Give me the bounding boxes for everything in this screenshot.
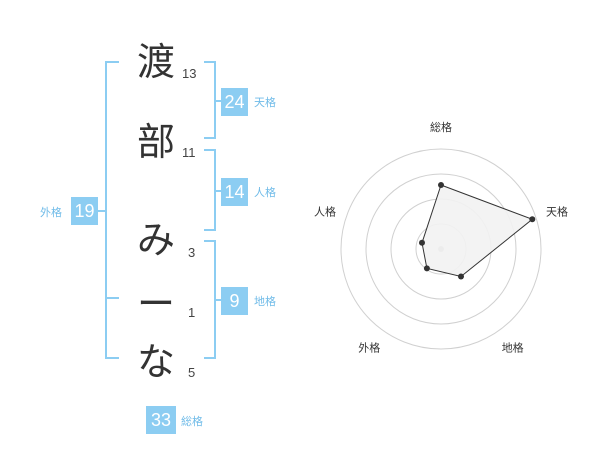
gaikaku-badge: 19: [71, 197, 98, 225]
radar-polygon: [421, 184, 534, 278]
tenkaku-badge: 24: [221, 88, 248, 116]
name-char-5: な: [136, 340, 175, 384]
radar-ring: [340, 148, 542, 350]
stroke-count-3: 3: [188, 245, 196, 260]
stroke-count-1: 13: [182, 66, 197, 81]
jinkaku-badge: 14: [221, 178, 248, 206]
radar-point: [529, 216, 536, 223]
name-char-4: ー: [136, 282, 175, 326]
radar-point: [419, 239, 425, 246]
radar-point: [423, 265, 430, 272]
radar-point: [438, 182, 444, 188]
tenkaku-label: 天格: [254, 96, 276, 109]
chikaku-badge: 9: [221, 287, 248, 315]
radar-axis-label: 天格: [546, 204, 568, 218]
stroke-count-5: 5: [188, 365, 196, 380]
tenkaku-connector: [214, 100, 222, 102]
name-char-3: み: [136, 218, 175, 262]
radar-axis-label: 地格: [502, 341, 524, 355]
soukaku-badge: 33: [146, 406, 176, 434]
radar-axis-label: 外格: [358, 341, 380, 355]
radar-axis-label: 総格: [430, 120, 452, 134]
chikaku-connector: [214, 299, 222, 301]
gaikaku-divider: [105, 297, 119, 299]
stroke-count-4: 1: [188, 305, 196, 320]
jinkaku-label: 人格: [254, 186, 276, 199]
radar-axis-label: 人格: [314, 204, 336, 218]
radar-ring: [365, 173, 517, 325]
stroke-count-2: 11: [182, 145, 196, 160]
radar-point: [458, 273, 464, 280]
chikaku-label: 地格: [254, 295, 276, 308]
name-char-2: 部: [136, 120, 175, 164]
name-char-1: 渡: [136, 40, 175, 84]
jinkaku-connector: [214, 190, 222, 192]
soukaku-label: 総格: [181, 415, 203, 428]
gaikaku-label: 外格: [40, 206, 62, 219]
gaikaku-connector: [97, 210, 107, 212]
